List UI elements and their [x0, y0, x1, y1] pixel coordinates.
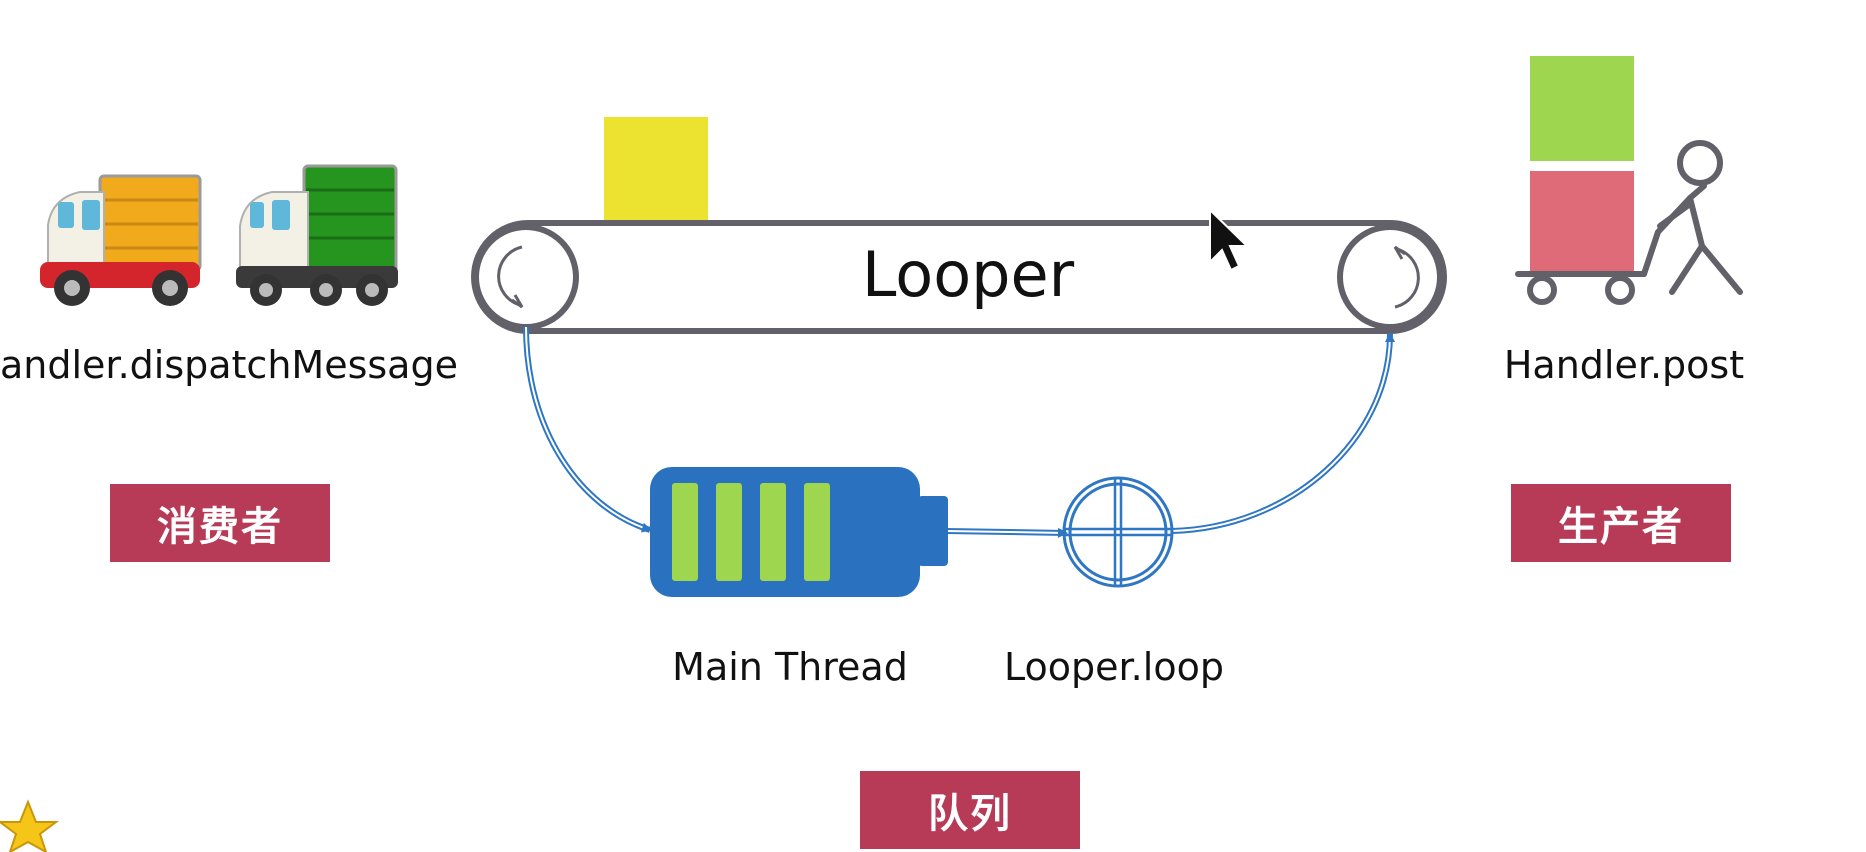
left-pulley: [473, 224, 579, 330]
crosshair-circle-icon: [1062, 476, 1174, 588]
star-icon: [0, 799, 59, 852]
conveyor-label: Looper: [862, 238, 1075, 311]
consumer-label: andler.dispatchMessage: [0, 343, 458, 387]
loop-label: Looper.loop: [1004, 645, 1224, 689]
thread-label: Main Thread: [672, 645, 908, 689]
flow-arrow-to-belt: [1171, 332, 1395, 534]
cursor-arrow-icon: [1209, 207, 1250, 272]
battery-icon: [650, 467, 948, 597]
person-pushing-cart-icon: [1515, 140, 1743, 305]
delivery-truck-icon: [40, 174, 202, 306]
producer-label: Handler.post: [1504, 343, 1744, 387]
rotate-icon: [1394, 247, 1420, 309]
conveyor-belt: [471, 220, 1447, 334]
right-pulley: [1337, 224, 1443, 330]
rotate-icon: [497, 245, 523, 307]
flow-arrow-to-thread: [523, 326, 652, 533]
message-box-red: [1530, 171, 1634, 271]
producer-tag: 生产者: [1511, 484, 1731, 562]
message-box-green: [1530, 56, 1634, 161]
consumer-tag: 消费者: [110, 484, 330, 562]
delivery-truck-icon: [236, 164, 398, 306]
queue-tag: 队列: [860, 771, 1080, 849]
flow-arrow-to-loop: [945, 527, 1068, 538]
message-box-yellow: [604, 117, 708, 222]
